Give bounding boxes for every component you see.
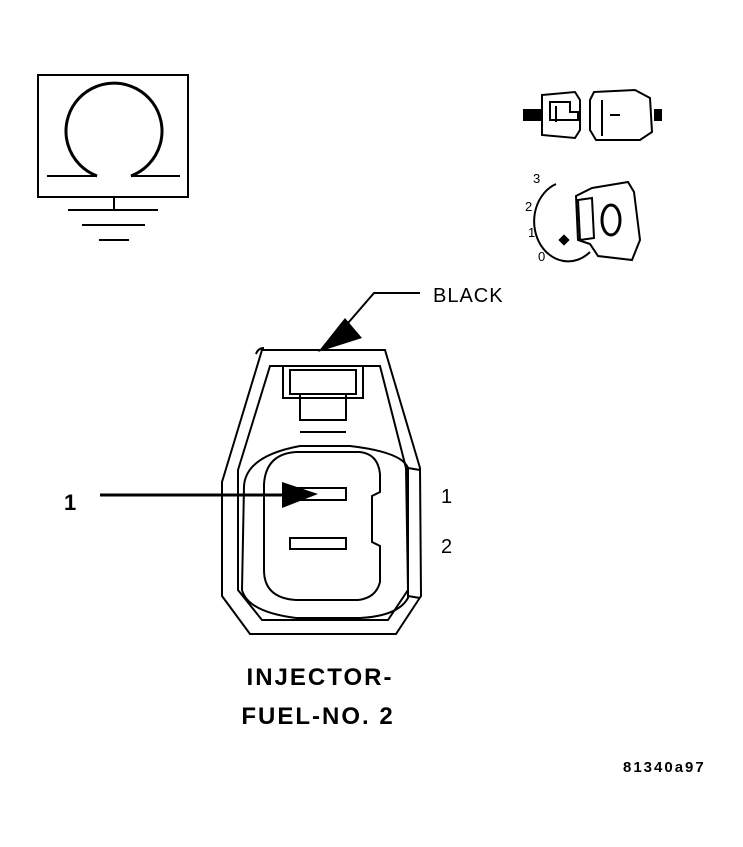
figure-id: 81340a97 [623,759,706,776]
connector-title-line1: INJECTOR- [247,664,394,691]
ignition-position-1: 1 [528,225,535,240]
ground-icon [68,197,158,241]
color-callout-leader [318,292,420,352]
connector-face [221,347,423,635]
connector-title-line2: FUEL-NO. 2 [241,703,394,730]
pin-callout-number: 1 [64,490,76,515]
ignition-position-3: 3 [533,171,540,186]
cavity-label-1: 1 [441,486,452,508]
pin-callout-arrow [100,482,318,508]
ignition-position-2: 2 [525,199,532,214]
ohm-icon [37,74,189,198]
ignition-position-0: 0 [538,249,545,264]
connector-disconnected-icon [523,88,662,141]
connector-color-label: BLACK [433,285,504,307]
cavity-label-2: 2 [441,536,452,558]
ignition-key-icon [533,180,642,263]
